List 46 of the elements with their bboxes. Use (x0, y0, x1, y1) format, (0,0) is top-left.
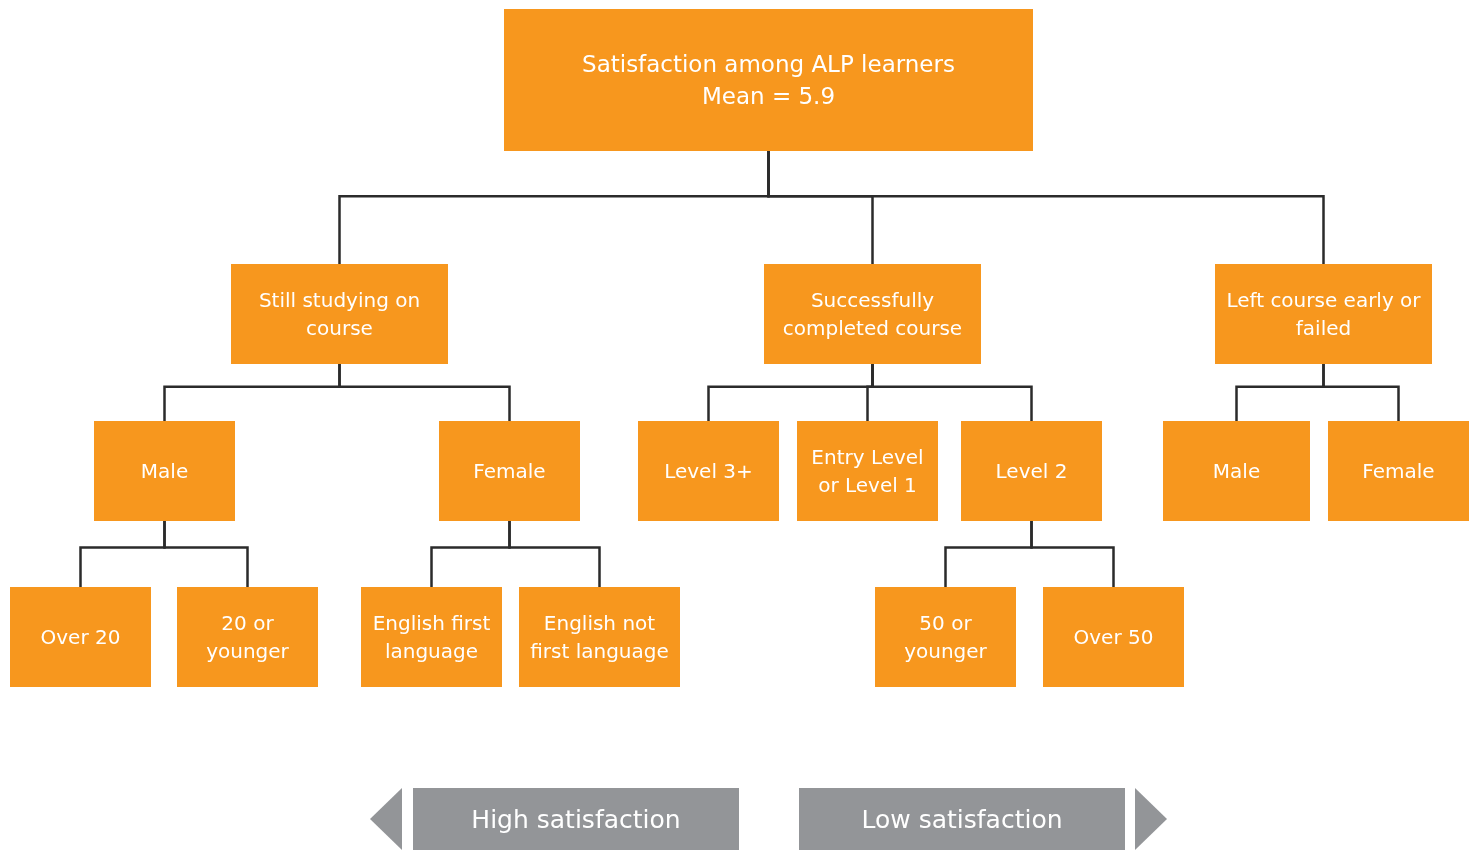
box-label: 20 or younger (205, 610, 290, 665)
box-label: Still studying on course (257, 287, 422, 342)
category-box (875, 587, 1016, 687)
category-box (231, 264, 448, 364)
category-box (361, 587, 502, 687)
category-box (797, 421, 938, 521)
connector-line (1322, 364, 1400, 421)
box-label: Male (1212, 458, 1261, 485)
box-label: Level 3+ (664, 458, 753, 485)
category-box (1163, 421, 1310, 521)
box-label: Low satisfaction (861, 803, 1063, 836)
category-box (519, 587, 680, 687)
box-label: Mean = 5.9 (701, 82, 836, 111)
box-label: Entry Level or Level 1 (810, 444, 925, 499)
box-label: Successfully completed course (781, 287, 964, 342)
category-box (638, 421, 779, 521)
box-label: Level 2 (995, 458, 1068, 485)
box-label: Female (1362, 458, 1435, 485)
box-label: Male (140, 458, 189, 485)
box-label: Over 50 (1073, 624, 1154, 651)
box-label: Female (473, 458, 546, 485)
category-box (1328, 421, 1469, 521)
category-box (177, 587, 318, 687)
connector-line (508, 521, 601, 587)
category-box (1215, 264, 1432, 364)
category-box (439, 421, 580, 521)
category-box (961, 421, 1102, 521)
box-label: 50 or younger (903, 610, 988, 665)
category-box (94, 421, 235, 521)
connector-line (338, 364, 511, 421)
category-box (764, 264, 981, 364)
category-box (10, 587, 151, 687)
satisfaction-band (799, 788, 1125, 850)
box-label: Over 20 (40, 624, 121, 651)
connector-line (163, 521, 249, 587)
connector-line (1030, 521, 1115, 587)
satisfaction-band (413, 788, 739, 850)
box-label: English first language (371, 610, 492, 665)
box-label: High satisfaction (471, 803, 681, 836)
box-label: Left course early or failed (1225, 287, 1422, 342)
box-label: English not first language (529, 610, 670, 665)
connector-line (871, 364, 1033, 421)
category-box (1043, 587, 1184, 687)
box-label: Satisfaction among ALP learners (582, 49, 955, 79)
category-box (504, 9, 1033, 151)
connector-line (767, 151, 1325, 264)
